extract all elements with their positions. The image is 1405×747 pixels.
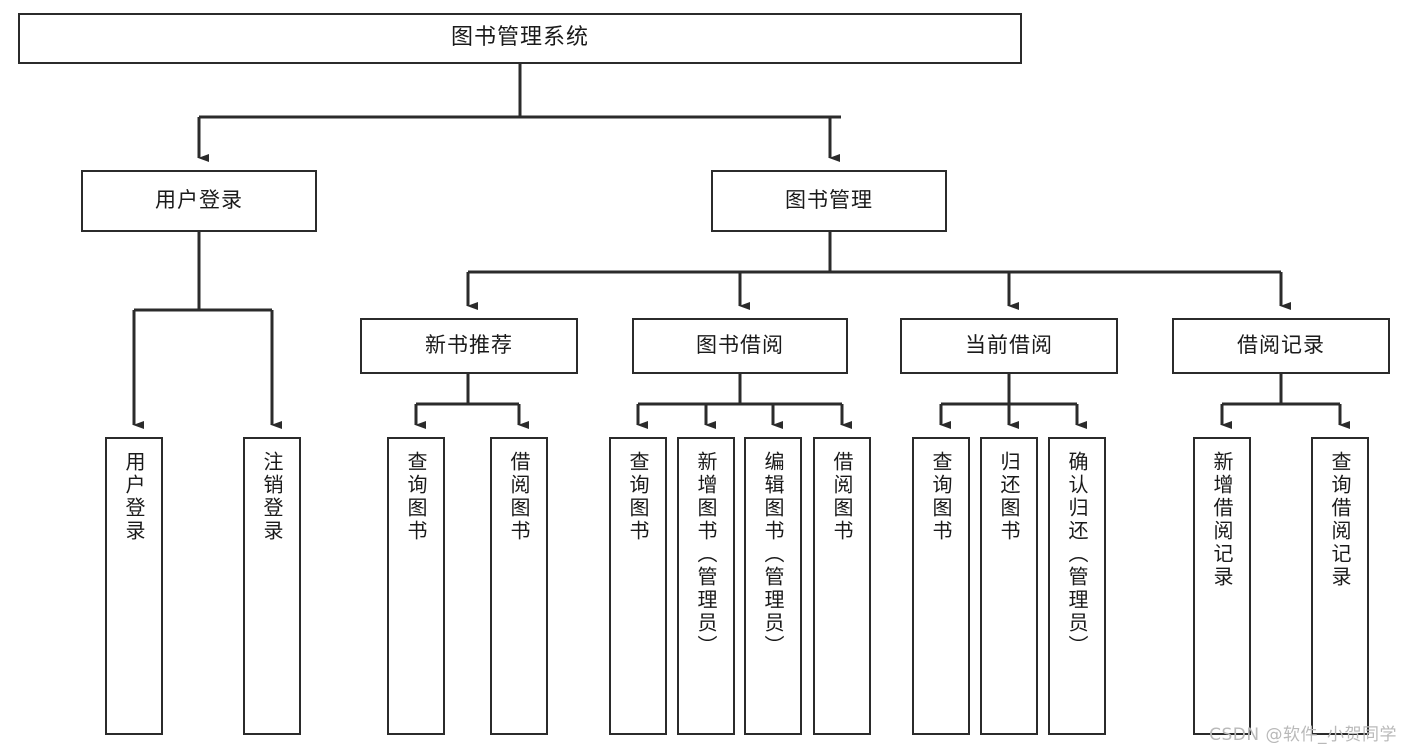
- leaf-book-borrow-query[interactable]: 查询图书: [609, 437, 667, 735]
- node-book-management-label: 图书管理: [785, 188, 873, 213]
- leaf-current-borrow-query[interactable]: 查询图书: [912, 437, 970, 735]
- node-root-label: 图书管理系统: [450, 25, 589, 51]
- leaf-book-borrow-edit[interactable]: 编辑图书（管理员）: [744, 437, 802, 735]
- leaf-new-book-query[interactable]: 查询图书: [387, 437, 445, 735]
- leaf-user-login-login-label: 用户登录: [122, 451, 146, 543]
- leaf-new-book-query-label: 查询图书: [404, 451, 428, 543]
- node-root[interactable]: 图书管理系统: [18, 13, 1022, 64]
- leaf-book-borrow-query-label: 查询图书: [626, 451, 650, 543]
- node-current-borrow[interactable]: 当前借阅: [900, 318, 1118, 374]
- leaf-current-borrow-return[interactable]: 归还图书: [980, 437, 1038, 735]
- leaf-borrow-record-query-label: 查询借阅记录: [1328, 451, 1352, 589]
- leaf-book-borrow-add[interactable]: 新增图书（管理员）: [677, 437, 735, 735]
- leaf-book-borrow-borrow[interactable]: 借阅图书: [813, 437, 871, 735]
- node-current-borrow-label: 当前借阅: [965, 333, 1053, 358]
- leaf-new-book-borrow-label: 借阅图书: [507, 451, 531, 543]
- leaf-borrow-record-add[interactable]: 新增借阅记录: [1193, 437, 1251, 735]
- node-new-book-recommend[interactable]: 新书推荐: [360, 318, 578, 374]
- leaf-current-borrow-return-label: 归还图书: [997, 451, 1021, 543]
- leaf-user-login-logout[interactable]: 注销登录: [243, 437, 301, 735]
- leaf-borrow-record-query[interactable]: 查询借阅记录: [1311, 437, 1369, 735]
- leaf-current-borrow-query-label: 查询图书: [929, 451, 953, 543]
- leaf-user-login-login[interactable]: 用户登录: [105, 437, 163, 735]
- leaf-book-borrow-edit-label: 编辑图书（管理员）: [761, 451, 785, 658]
- watermark: CSDN @软件_小贺同学: [1209, 725, 1397, 745]
- node-user-login[interactable]: 用户登录: [81, 170, 317, 232]
- leaf-book-borrow-borrow-label: 借阅图书: [830, 451, 854, 543]
- leaf-borrow-record-add-label: 新增借阅记录: [1210, 451, 1234, 589]
- leaf-user-login-logout-label: 注销登录: [260, 451, 284, 543]
- node-borrow-record[interactable]: 借阅记录: [1172, 318, 1390, 374]
- node-book-borrow[interactable]: 图书借阅: [632, 318, 848, 374]
- node-book-borrow-label: 图书借阅: [696, 333, 784, 358]
- leaf-book-borrow-add-label: 新增图书（管理员）: [694, 451, 718, 658]
- leaf-current-borrow-confirm-label: 确认归还（管理员）: [1065, 451, 1089, 658]
- node-new-book-recommend-label: 新书推荐: [425, 333, 513, 358]
- leaf-new-book-borrow[interactable]: 借阅图书: [490, 437, 548, 735]
- node-user-login-label: 用户登录: [155, 188, 243, 213]
- node-borrow-record-label: 借阅记录: [1237, 333, 1325, 358]
- node-book-management[interactable]: 图书管理: [711, 170, 947, 232]
- leaf-current-borrow-confirm[interactable]: 确认归还（管理员）: [1048, 437, 1106, 735]
